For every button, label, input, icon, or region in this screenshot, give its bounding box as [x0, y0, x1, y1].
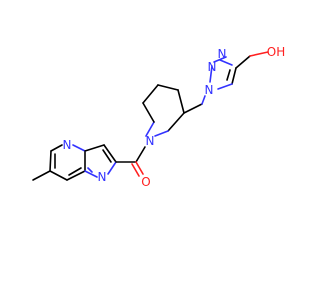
structure-drawing: N N N O N N N OH — [32, 45, 285, 189]
bond — [84, 144, 105, 152]
imidazole-ring — [84, 144, 117, 178]
atom-label: N — [208, 60, 217, 74]
atom-label: OH — [267, 45, 285, 59]
double-bond — [226, 69, 231, 81]
bond — [201, 95, 206, 105]
carbonyl-linker — [115, 146, 146, 177]
methyl-bond — [32, 170, 51, 181]
atom-label: N — [98, 170, 107, 184]
bond — [135, 146, 146, 163]
double-bond — [87, 167, 93, 173]
atom-label: N — [63, 138, 72, 152]
molecule-diagram: N N N O N N N OH — [32, 45, 285, 189]
bond — [219, 59, 233, 66]
carbonyl-bond — [131, 163, 140, 177]
bond — [167, 112, 185, 132]
atom-label: O — [141, 175, 150, 189]
piperidine-ring — [142, 84, 203, 137]
carbonyl-bond — [135, 161, 144, 175]
pyridine-ring — [32, 144, 86, 181]
bond — [142, 84, 159, 104]
bond — [177, 89, 185, 114]
bond — [107, 161, 117, 175]
bond — [209, 65, 213, 83]
atom-label: N — [205, 83, 214, 97]
bond — [154, 130, 169, 137]
bond — [84, 170, 98, 178]
bond — [72, 144, 86, 152]
methylene-bond — [183, 103, 203, 114]
double-bond — [102, 149, 112, 163]
bond — [66, 170, 86, 181]
bond — [103, 144, 117, 163]
triazole-ring — [201, 51, 269, 105]
bond — [50, 144, 63, 152]
bond — [49, 150, 52, 172]
bond — [49, 170, 68, 181]
bond — [145, 121, 155, 137]
atom-label: N — [146, 134, 155, 148]
bond — [217, 83, 233, 90]
atom-label: N — [218, 47, 227, 61]
double-bond — [213, 56, 227, 63]
bond — [231, 67, 237, 85]
double-bond — [68, 167, 82, 176]
bond — [235, 55, 251, 69]
bond — [142, 102, 155, 123]
hydroxyl-bond — [249, 51, 269, 57]
bond — [157, 84, 179, 91]
